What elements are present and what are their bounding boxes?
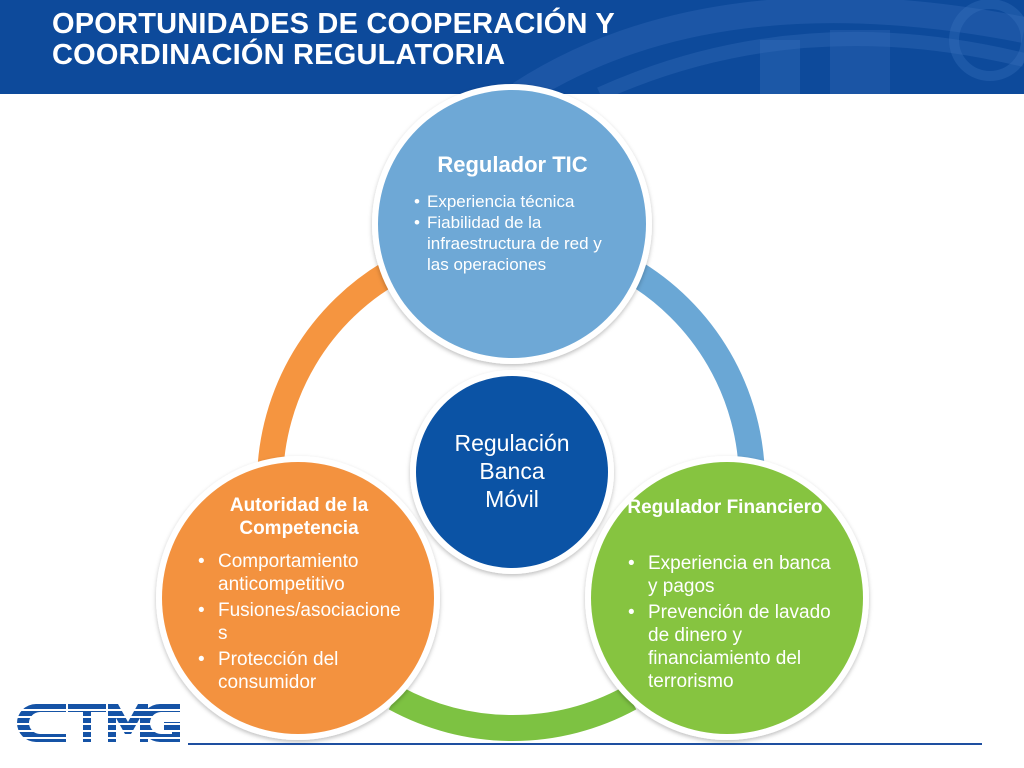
footer-divider bbox=[188, 743, 982, 745]
citel-logo bbox=[14, 704, 182, 742]
list-item: Comportamiento anticompetitivo bbox=[198, 550, 403, 596]
list-item: Fiabilidad de la infraestructura de red … bbox=[414, 212, 614, 275]
slide-header: OPORTUNIDADES DE COOPERACIÓN Y COORDINAC… bbox=[0, 0, 1024, 94]
list-item: Prevención de lavado de dinero y financi… bbox=[628, 601, 833, 693]
tic-regulator-list: Experiencia técnica Fiabilidad de la inf… bbox=[414, 191, 614, 275]
ring-arc-orange bbox=[257, 258, 402, 481]
tic-regulator-title: Regulador TIC bbox=[437, 152, 588, 177]
list-item: Experiencia técnica bbox=[414, 191, 614, 212]
header-decoration bbox=[512, 0, 1024, 94]
title-line-1: OPORTUNIDADES DE COOPERACIÓN Y bbox=[52, 8, 615, 40]
ring-arc-green bbox=[388, 686, 637, 741]
competition-authority-list: Comportamiento anticompetitivo Fusiones/… bbox=[198, 550, 403, 697]
list-item: Experiencia en banca y pagos bbox=[628, 552, 833, 598]
center-label-line-2: Banca bbox=[479, 458, 545, 484]
slide-title: OPORTUNIDADES DE COOPERACIÓN Y COORDINAC… bbox=[52, 9, 615, 71]
title-line-2: COORDINACIÓN REGULATORIA bbox=[52, 39, 506, 71]
center-label-line-1: Regulación bbox=[454, 430, 570, 456]
center-label: Regulación Banca Móvil bbox=[412, 429, 612, 513]
list-item: Fusiones/asociaciones bbox=[198, 599, 403, 645]
financial-regulator-title: Regulador Financiero bbox=[627, 497, 823, 518]
financial-regulator-list: Experiencia en banca y pagos Prevención … bbox=[628, 552, 833, 696]
center-label-line-3: Móvil bbox=[485, 486, 539, 512]
ring-arc-blue bbox=[623, 258, 765, 481]
competition-authority-title: Autoridad de la Competencia bbox=[229, 495, 369, 539]
list-item: Protección del consumidor bbox=[198, 648, 403, 694]
